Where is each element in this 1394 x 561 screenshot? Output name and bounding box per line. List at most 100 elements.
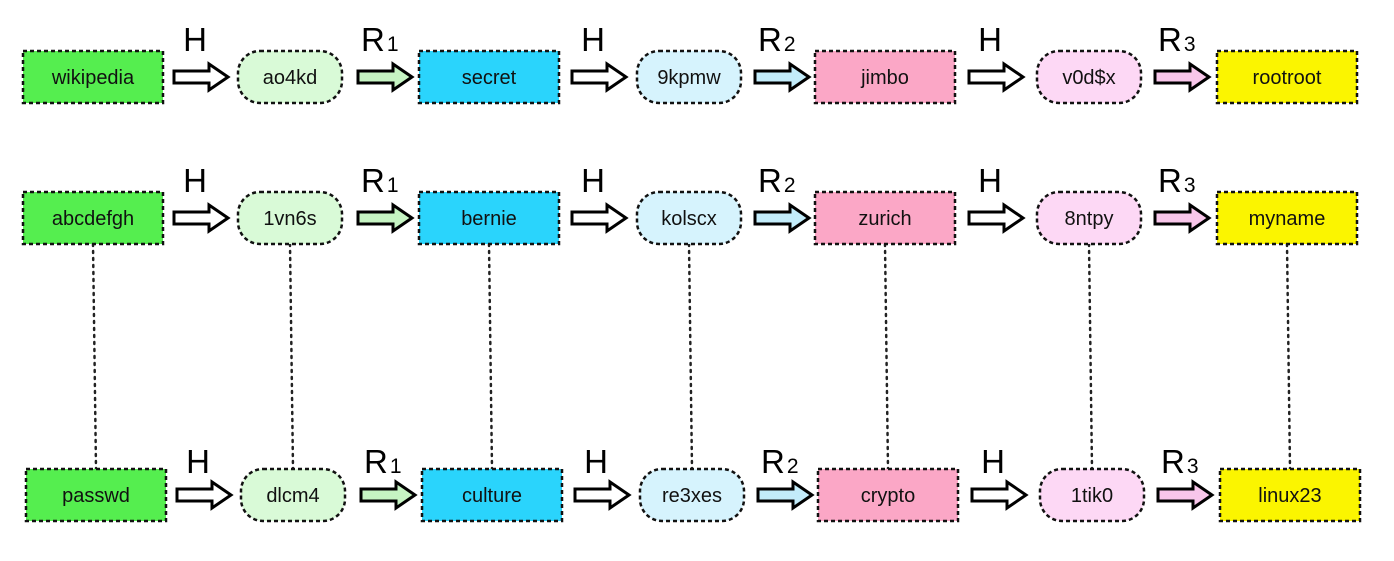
hash-arrow [570,61,629,93]
chain-link-dotted-line [687,242,694,471]
hash-operator-label: H [581,21,605,58]
reduce-operator-label: R2 [761,443,799,480]
reduce-operator-subscript: 1 [387,174,399,197]
reduce-operator-label: R1 [361,21,399,58]
plaintext-node [21,49,165,105]
reduce-operator-label: R3 [1158,162,1196,199]
plaintext-node [813,190,957,246]
reduce-arrow-3 [1153,61,1212,93]
plaintext-node [420,467,564,523]
hash-operator-label: H [978,162,1002,199]
plaintext-label: myname [1249,208,1326,230]
hash-value-node [1035,190,1143,246]
hash-value-label: ao4kd [263,67,318,89]
plaintext-node [417,49,561,105]
hash-value-node [236,190,344,246]
hash-operator-label: H [978,21,1002,58]
reduce-arrow-2 [756,479,815,511]
reduce-arrow-1 [359,479,418,511]
reduce-arrow-3 [1153,202,1212,234]
chain-row-3: H R1 H R2 H R3 passwd dlcm4 culture re3xes crypto 1… [24,443,1362,523]
plaintext-node [1215,49,1359,105]
hash-arrow [967,202,1026,234]
reduce-operator-label: R3 [1158,21,1196,58]
hash-arrow [175,479,234,511]
reduce-operator-subscript: 1 [390,455,402,478]
chain-link-dotted-line [1087,242,1094,471]
hash-arrow [172,202,231,234]
hash-operator-label: H [183,21,207,58]
reduce-arrow-1 [356,61,415,93]
hash-arrow [172,61,231,93]
reduce-operator-subscript: 3 [1187,455,1199,478]
reduce-arrow-1 [356,202,415,234]
hash-value-node [1038,467,1146,523]
chain-link-dotted-line [1285,242,1292,471]
hash-operator-label: H [186,443,210,480]
hash-arrow [970,479,1029,511]
reduce-operator-subscript: 2 [784,174,796,197]
reduce-operator-subscript: 2 [784,33,796,56]
chain-row-2: H R1 H R2 H R3 abcdefgh 1vn6s bernie kolscx zurich… [21,162,1359,246]
plaintext-label: passwd [62,485,130,507]
reduce-operator-label: R2 [758,21,796,58]
hash-value-label: 8ntpy [1065,208,1114,230]
plaintext-label: crypto [861,485,915,507]
plaintext-label: jimbo [860,67,909,89]
chain-connectors [91,242,1292,471]
plaintext-label: abcdefgh [52,208,134,230]
hash-value-label: re3xes [662,485,722,507]
hash-value-label: 1vn6s [263,208,316,230]
plaintext-node [21,190,165,246]
reduce-operator-label: R1 [361,162,399,199]
reduce-operator-subscript: 3 [1184,174,1196,197]
plaintext-label: linux23 [1258,485,1321,507]
hash-value-node [1035,49,1143,105]
plaintext-node [24,467,168,523]
plaintext-node [813,49,957,105]
plaintext-node [417,190,561,246]
hash-value-node [239,467,347,523]
hash-value-label: 1tik0 [1071,485,1113,507]
reduce-operator-subscript: 1 [387,33,399,56]
reduce-arrow-2 [753,202,812,234]
plaintext-label: zurich [858,208,911,230]
plaintext-label: rootroot [1253,67,1322,89]
hash-value-node [635,190,743,246]
plaintext-label: wikipedia [51,67,135,89]
plaintext-node [816,467,960,523]
reduce-operator-subscript: 2 [787,455,799,478]
hash-value-label: 9kpmw [657,67,721,89]
hash-value-label: dlcm4 [266,485,319,507]
reduce-arrow-2 [753,61,812,93]
reduce-operator-label: R3 [1161,443,1199,480]
plaintext-node [1215,190,1359,246]
chain-link-dotted-line [288,242,295,471]
plaintext-node [1218,467,1362,523]
hash-operator-label: H [581,162,605,199]
chain-row-1: H R1 H R2 H R3 wikipedia ao4kd secret 9kpmw jimbo v… [21,21,1359,105]
reduce-arrow-3 [1156,479,1215,511]
hash-operator-label: H [981,443,1005,480]
chain-link-dotted-line [487,242,494,471]
hash-operator-label: H [584,443,608,480]
hash-arrow [570,202,629,234]
plaintext-label: culture [462,485,522,507]
plaintext-label: bernie [461,208,517,230]
plaintext-label: secret [462,67,517,89]
hash-value-node [638,467,746,523]
hash-value-label: kolscx [661,208,717,230]
hash-operator-label: H [183,162,207,199]
hash-value-label: v0d$x [1062,67,1115,89]
reduce-operator-subscript: 3 [1184,33,1196,56]
chain-link-dotted-line [91,242,98,471]
reduce-operator-label: R2 [758,162,796,199]
hash-arrow [573,479,632,511]
reduce-operator-label: R1 [364,443,402,480]
chain-link-dotted-line [883,242,890,471]
hash-arrow [967,61,1026,93]
hash-value-node [635,49,743,105]
hash-value-node [236,49,344,105]
